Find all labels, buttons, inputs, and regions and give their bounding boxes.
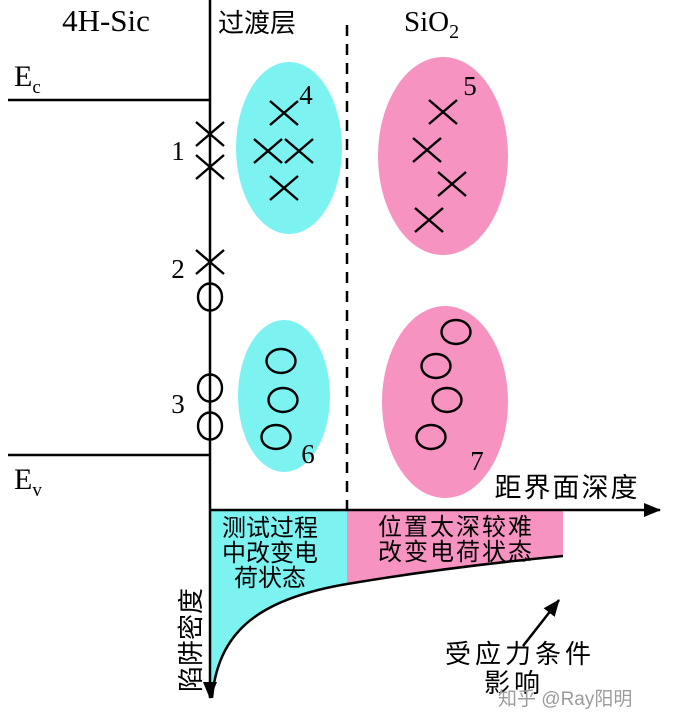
o-trap-marker <box>431 386 463 414</box>
cyan-region-text-line2: 中改变电 <box>222 540 318 567</box>
trap-group-6 <box>260 347 299 451</box>
transition-lower-trap-ellipse <box>238 320 330 472</box>
x-trap-marker <box>284 138 314 164</box>
x-trap-marker <box>414 207 444 233</box>
o-trap-marker <box>265 347 297 375</box>
x-trap-marker <box>269 100 299 126</box>
trap-group-2 <box>195 249 225 312</box>
group-5-label: 5 <box>463 71 477 101</box>
x-trap-marker <box>269 175 299 201</box>
o-trap-marker <box>196 373 224 403</box>
o-trap-marker <box>260 423 292 451</box>
ec-label: Ec <box>14 60 41 98</box>
region-label-sic: 4H-Sic <box>62 3 150 38</box>
ec-base: E <box>14 60 32 93</box>
x-axis-label: 距界面深度 <box>495 473 640 503</box>
cyan-region-text-line1: 测试过程 <box>222 515 318 542</box>
watermark: 知乎 @Ray阳明 <box>498 688 632 710</box>
group-1-label: 1 <box>171 136 185 166</box>
o-trap-marker <box>420 352 452 380</box>
trap-group-3 <box>196 373 224 441</box>
o-trap-marker <box>267 386 299 414</box>
trap-group-5 <box>412 99 467 233</box>
o-trap-marker <box>196 411 224 441</box>
trap-group-4 <box>253 100 314 201</box>
x-trap-marker <box>253 138 283 164</box>
sio2-base: SiO <box>404 6 449 38</box>
ev-subscript: v <box>32 480 42 501</box>
deep-region-fill <box>347 510 563 584</box>
group-2-label: 2 <box>171 254 185 284</box>
o-trap-marker <box>415 423 447 451</box>
oxide-lower-trap-ellipse <box>382 306 508 498</box>
trap-group-7 <box>415 318 472 451</box>
x-trap-marker <box>412 137 442 163</box>
stress-annotation-arrow <box>522 599 560 647</box>
ev-base: E <box>14 463 32 496</box>
oxide-upper-trap-ellipse <box>378 57 508 255</box>
y-axis-label: 陷阱密度 <box>176 588 206 692</box>
x-trap-marker <box>195 121 225 147</box>
o-trap-marker <box>440 318 472 346</box>
region-label-transition: 过渡层 <box>218 8 296 38</box>
x-trap-marker <box>428 99 458 125</box>
near-interface-region-fill <box>210 510 347 698</box>
group-6-label: 6 <box>301 439 315 469</box>
x-trap-marker <box>195 154 225 180</box>
o-trap-marker <box>196 282 224 312</box>
trap-group-1 <box>195 121 225 180</box>
group-4-label: 4 <box>299 80 313 110</box>
x-trap-marker <box>195 249 225 275</box>
cyan-region-text-line3: 荷状态 <box>234 565 306 592</box>
ec-subscript: c <box>32 77 40 98</box>
x-trap-marker <box>437 171 467 197</box>
transition-upper-trap-ellipse <box>236 62 342 234</box>
region-label-sio2: SiO2 <box>404 6 459 43</box>
group-3-label: 3 <box>171 389 185 419</box>
pink-region-text-line2: 改变电荷状态 <box>378 539 534 566</box>
stress-note-line1: 受应力条件 <box>445 639 595 669</box>
sio2-subscript: 2 <box>449 21 459 43</box>
pink-region-text-line1: 位置太深较难 <box>378 514 534 541</box>
ev-label: Ev <box>14 463 42 501</box>
trap-density-curve <box>210 554 564 699</box>
group-7-label: 7 <box>470 446 484 476</box>
stress-note-line2: 影响 <box>484 668 544 698</box>
